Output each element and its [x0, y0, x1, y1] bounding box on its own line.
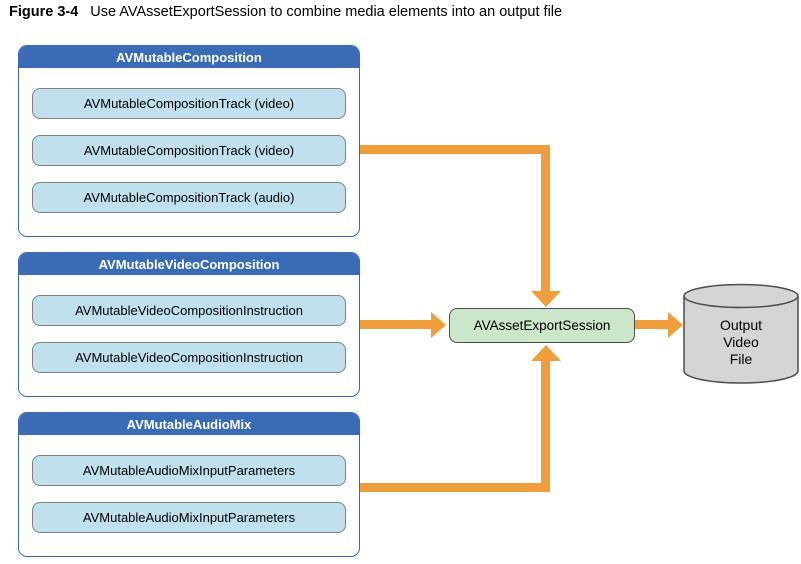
composition-track-video-1: AVMutableCompositionTrack (video): [32, 88, 346, 119]
arrow-videocomposition-shaft: [360, 320, 431, 329]
group-items: AVMutableVideoCompositionInstruction AVM…: [19, 275, 359, 373]
group-avmutablecomposition: AVMutableComposition AVMutableCompositio…: [18, 45, 360, 237]
output-file-label: Output Video File: [682, 299, 800, 385]
figure-number: Figure 3-4: [9, 4, 79, 20]
video-composition-instruction-1: AVMutableVideoCompositionInstruction: [32, 295, 346, 326]
video-composition-instruction-2: AVMutableVideoCompositionInstruction: [32, 342, 346, 373]
group-items: AVMutableCompositionTrack (video) AVMuta…: [19, 68, 359, 213]
audio-mix-input-parameters-2: AVMutableAudioMixInputParameters: [32, 502, 346, 533]
group-avmutableaudiomix: AVMutableAudioMix AVMutableAudioMixInput…: [18, 412, 360, 557]
audio-mix-input-parameters-1: AVMutableAudioMixInputParameters: [32, 455, 346, 486]
arrow-audiomix-head-up-icon: [531, 345, 561, 361]
database-cylinder-icon: [683, 283, 799, 384]
composition-track-audio: AVMutableCompositionTrack (audio): [32, 182, 346, 213]
output-file-label-line1: Output: [719, 316, 763, 333]
composition-track-video-2: AVMutableCompositionTrack (video): [32, 135, 346, 166]
arrow-output-head-right-icon: [668, 312, 683, 338]
arrow-audiomix-shaft-vertical: [541, 361, 550, 492]
arrow-videocomposition-head-right-icon: [431, 312, 446, 338]
avassetexportsession-node: AVAssetExportSession: [449, 308, 635, 343]
group-items: AVMutableAudioMixInputParameters AVMutab…: [19, 435, 359, 533]
arrow-composition-shaft-horizontal: [360, 145, 550, 154]
output-video-file-node: Output Video File: [682, 283, 800, 385]
arrow-composition-shaft-vertical: [541, 145, 550, 292]
figure-caption-text: Use AVAssetExportSession to combine medi…: [90, 4, 563, 20]
output-file-label-line3: File: [729, 350, 753, 367]
arrow-composition-head-down-icon: [531, 291, 561, 307]
group-header: AVMutableVideoComposition: [19, 253, 359, 275]
group-avmutablevideocomposition: AVMutableVideoComposition AVMutableVideo…: [18, 252, 360, 397]
arrow-audiomix-shaft-horizontal: [360, 483, 550, 492]
group-header: AVMutableAudioMix: [19, 413, 359, 435]
arrow-output-shaft: [635, 320, 668, 329]
group-header: AVMutableComposition: [19, 46, 359, 68]
figure-caption: Figure 3-4 Use AVAssetExportSession to co…: [9, 4, 562, 20]
output-file-label-line2: Video: [723, 333, 759, 350]
